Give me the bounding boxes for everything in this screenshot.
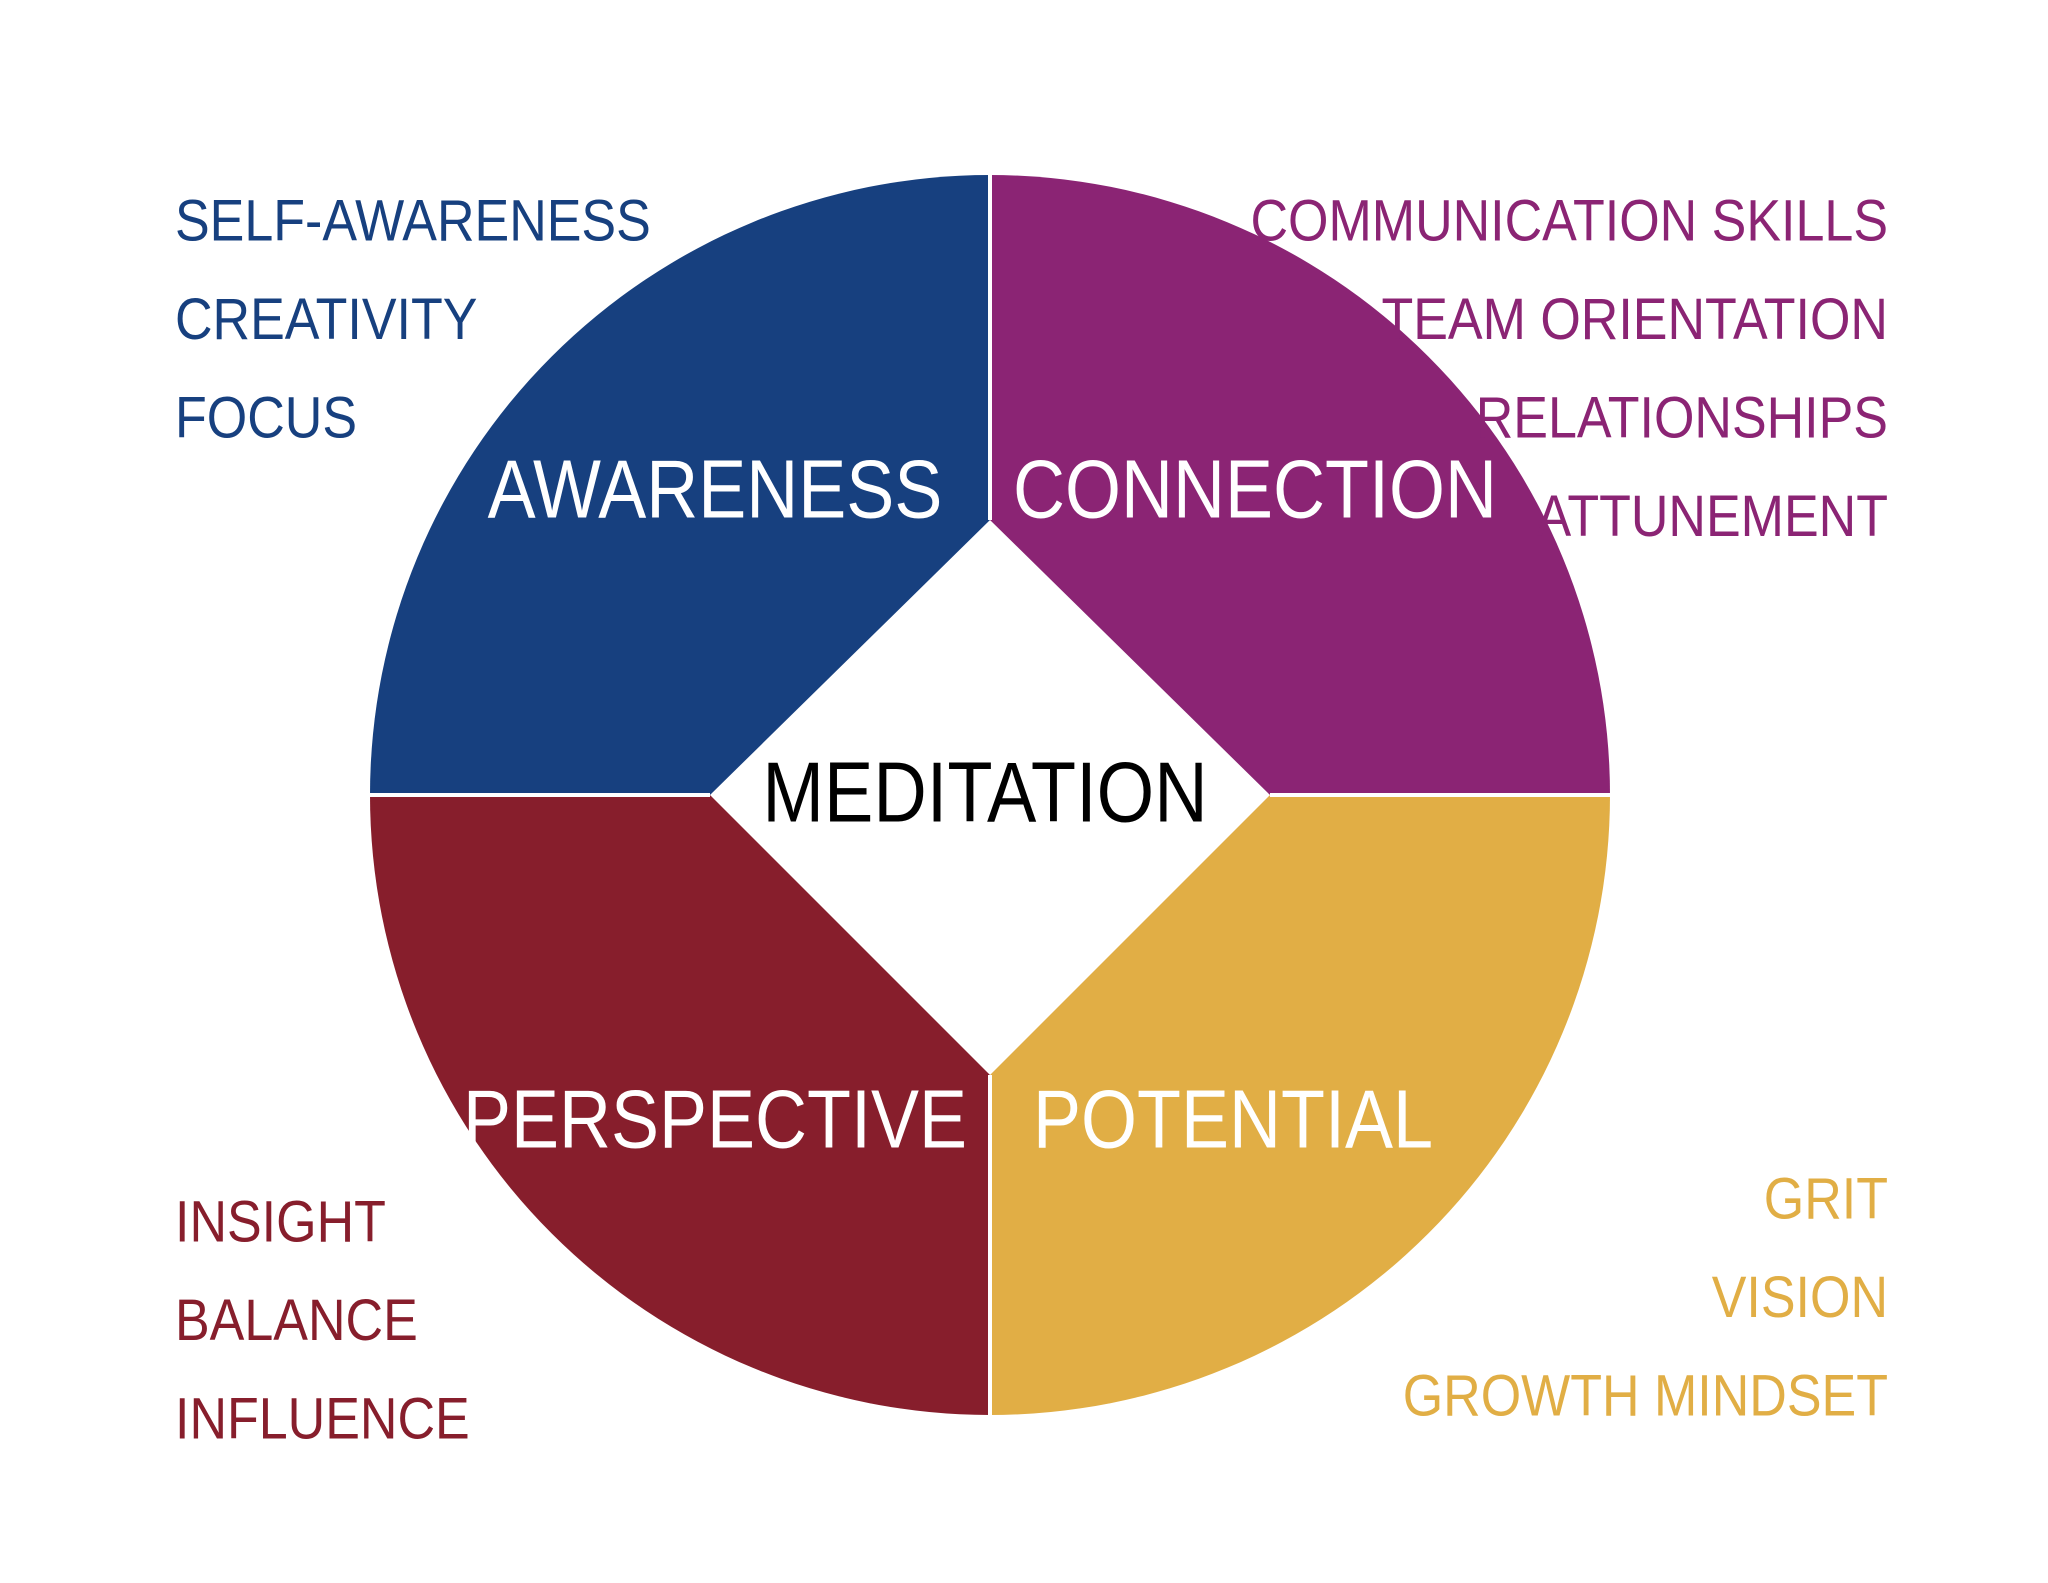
perspective-traits-list: INSIGHT BALANCE INFLUENCE xyxy=(175,1173,470,1469)
potential-label: POTENTIAL xyxy=(1033,1074,1433,1166)
connection-label: CONNECTION xyxy=(1013,444,1497,536)
potential-trait: VISION xyxy=(1711,1265,1888,1331)
awareness-trait: SELF-AWARENESS xyxy=(175,188,651,254)
connection-trait: ATTUNEMENT xyxy=(1536,484,1888,550)
connection-trait: TEAM ORIENTATION xyxy=(1381,287,1888,353)
potential-trait: GRIT xyxy=(1763,1166,1888,1232)
perspective-trait: INSIGHT xyxy=(175,1189,386,1255)
awareness-trait: CREATIVITY xyxy=(175,287,478,353)
potential-traits-list: GRIT VISION GROWTH MINDSET xyxy=(1403,1150,1888,1446)
awareness-label: AWARENESS xyxy=(488,444,943,536)
connection-trait: RELATIONSHIPS xyxy=(1475,385,1888,451)
potential-sector xyxy=(990,795,1610,1415)
perspective-trait: INFLUENCE xyxy=(175,1386,470,1452)
perspective-label: PERSPECTIVE xyxy=(463,1074,967,1166)
center-label: MEDITATION xyxy=(762,745,1207,840)
connection-sector xyxy=(990,175,1610,795)
awareness-trait: FOCUS xyxy=(175,385,357,451)
awareness-sector xyxy=(370,175,990,795)
connection-traits-list: COMMUNICATION SKILLS TEAM ORIENTATION RE… xyxy=(1250,172,1888,566)
connection-trait: COMMUNICATION SKILLS xyxy=(1250,188,1888,254)
awareness-traits-list: SELF-AWARENESS CREATIVITY FOCUS xyxy=(175,172,651,468)
perspective-trait: BALANCE xyxy=(175,1288,418,1354)
potential-trait: GROWTH MINDSET xyxy=(1402,1363,1888,1429)
perspective-sector xyxy=(370,795,990,1415)
